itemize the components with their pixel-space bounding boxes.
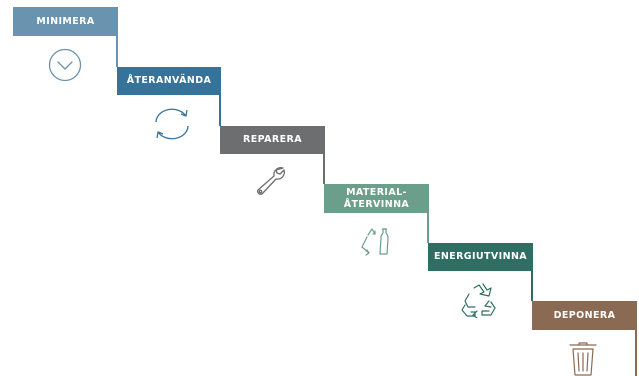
step-ateranvanda: ÅTERANVÄNDA (117, 67, 221, 95)
step-deponera: DEPONERA (532, 301, 637, 330)
step-materialatervinna-label: MATERIAL- ÅTERVINNA (344, 187, 409, 211)
step-materialatervinna: MATERIAL- ÅTERVINNA (324, 184, 429, 213)
step-reparera-label: REPARERA (243, 134, 302, 146)
wrench-icon (252, 164, 290, 200)
recycle-symbol-icon (461, 282, 497, 318)
step-energiutvinna-label: ENERGIUTVINNA (433, 251, 528, 263)
trash-can-icon (566, 340, 600, 376)
step-minimera: MINIMERA (13, 7, 118, 36)
cycle-arrows-icon (150, 106, 194, 142)
step-reparera: REPARERA (220, 126, 325, 154)
riser-deponera (635, 301, 637, 376)
step-deponera-label: DEPONERA (553, 309, 616, 321)
riser-minimera (116, 7, 118, 67)
step-energiutvinna: ENERGIUTVINNA (428, 243, 533, 271)
riser-materialatervinna (427, 184, 429, 243)
riser-ateranvanda (219, 67, 221, 126)
step-ateranvanda-label: ÅTERANVÄNDA (126, 75, 212, 87)
step-materialatervinna-label-line2: ÅTERVINNA (343, 198, 410, 210)
chevron-down-circle-icon (48, 48, 82, 82)
step-minimera-label: MINIMERA (36, 15, 95, 27)
bottle-recycle-icon (357, 223, 395, 259)
riser-energiutvinna (531, 243, 533, 301)
riser-reparera (323, 126, 325, 184)
step-materialatervinna-label-line1: MATERIAL- (346, 186, 407, 198)
